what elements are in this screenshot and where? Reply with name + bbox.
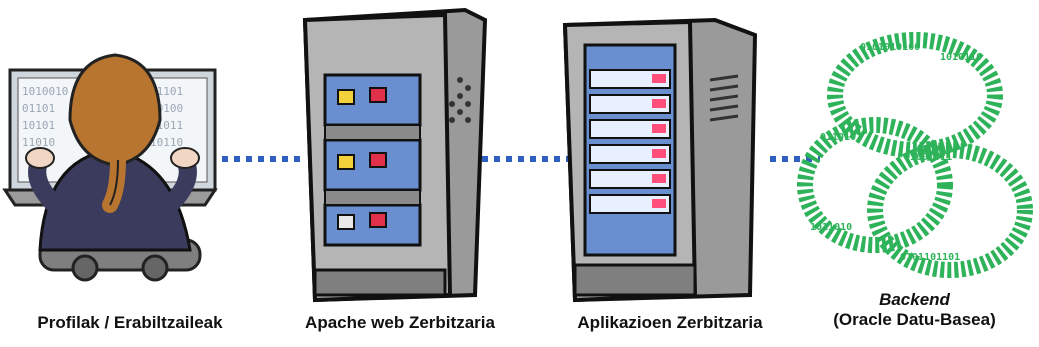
svg-text:0101010100: 0101010100: [860, 42, 920, 53]
svg-text:1011010: 1011010: [810, 222, 852, 233]
svg-text:1010010: 1010010: [22, 85, 68, 98]
binary-database-icon: 0101010100 1010110 0110101 1001011 10110…: [797, 32, 1033, 278]
label-backend: Backend (Oracle Datu-Basea): [790, 290, 1039, 330]
node-backend: 0101010100 1010110 0110101 1001011 10110…: [790, 0, 1039, 347]
node-apache: Apache web Zerbitzaria: [270, 0, 530, 347]
person-at-computer-icon: 1010010 01101 01101 10100 10101 01011 11…: [2, 53, 218, 282]
connector-apache-appserver: [482, 156, 568, 162]
node-users: 1010010 01101 01101 10100 10101 01011 11…: [0, 0, 260, 347]
svg-text:11010: 11010: [22, 136, 55, 149]
connector-users-apache: [222, 156, 304, 162]
label-apache: Apache web Zerbitzaria: [305, 313, 495, 332]
label-backend-sub: (Oracle Datu-Basea): [833, 310, 996, 329]
svg-text:10101: 10101: [22, 119, 55, 132]
svg-text:0110101: 0110101: [820, 132, 862, 143]
svg-text:1010110: 1010110: [940, 52, 982, 63]
label-backend-em: Backend: [879, 290, 950, 309]
node-appserver: Aplikazioen Zerbitzaria: [540, 0, 800, 347]
svg-text:0101101101: 0101101101: [900, 252, 960, 263]
svg-text:1001011: 1001011: [910, 152, 952, 163]
svg-text:10110: 10110: [150, 136, 183, 149]
label-appserver: Aplikazioen Zerbitzaria: [577, 313, 763, 332]
label-users: Profilak / Erabiltzaileak: [37, 313, 223, 332]
svg-text:01101: 01101: [22, 102, 55, 115]
application-server-icon: [562, 17, 758, 303]
web-server-icon: [302, 7, 488, 303]
